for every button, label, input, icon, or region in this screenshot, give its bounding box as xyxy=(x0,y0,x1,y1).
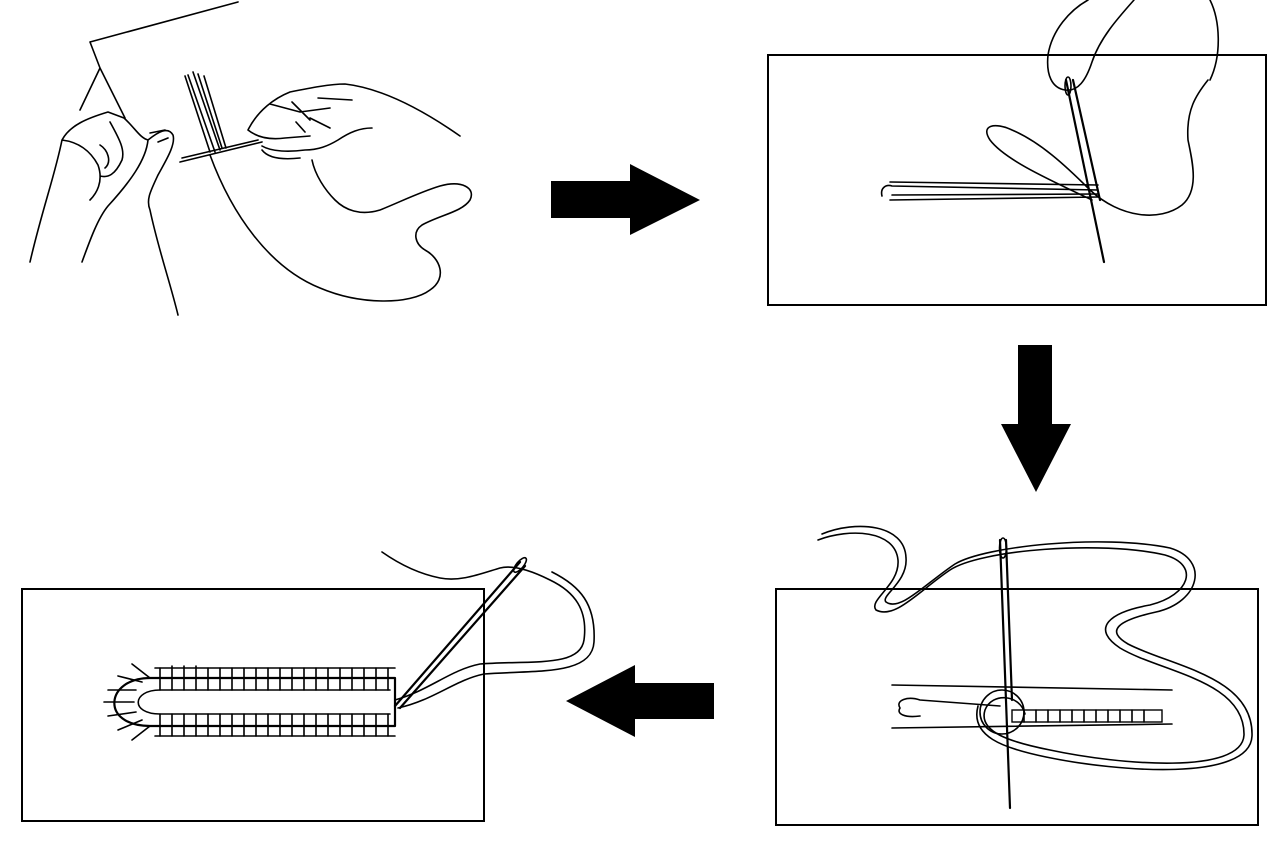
step-4-finished-buttonhole xyxy=(21,551,595,822)
step-1-threading-hands xyxy=(29,1,473,316)
thread xyxy=(817,532,1245,764)
thread-inner xyxy=(821,525,1253,771)
finger xyxy=(1046,0,1220,91)
needle xyxy=(393,560,527,710)
arrow-right xyxy=(551,164,700,235)
step-3-loop-around-needle xyxy=(775,525,1259,826)
loop-around-needle xyxy=(979,689,1025,735)
buttonhole-slit xyxy=(880,181,1099,201)
left-hand xyxy=(29,111,179,316)
buttonhole-inner xyxy=(137,689,391,715)
arrow-left xyxy=(566,665,714,737)
needle xyxy=(998,538,1014,810)
stitch-bottom-row xyxy=(154,713,396,737)
stitch-end-fan xyxy=(103,663,151,741)
needle-eye xyxy=(1064,76,1072,96)
fabric-panel-2 xyxy=(767,54,1267,306)
fabric-panel-4 xyxy=(21,588,485,822)
right-hand xyxy=(247,83,461,160)
needle xyxy=(1064,78,1106,264)
thread xyxy=(381,551,586,701)
stitch-row xyxy=(1011,709,1163,723)
step-2-needle-insertion xyxy=(767,0,1267,306)
arrow-down xyxy=(1001,345,1071,492)
card-edge xyxy=(79,1,239,119)
thread-inner xyxy=(397,571,595,709)
needle-eye xyxy=(998,537,1008,559)
needle-eye xyxy=(512,556,528,574)
buttonhole-slit xyxy=(891,684,1173,729)
thread-tail xyxy=(209,154,473,302)
needle-cluster xyxy=(179,71,263,163)
fabric-panel-3 xyxy=(775,588,1259,826)
thread-loop xyxy=(986,79,1209,216)
stitch-top-row xyxy=(154,665,396,691)
